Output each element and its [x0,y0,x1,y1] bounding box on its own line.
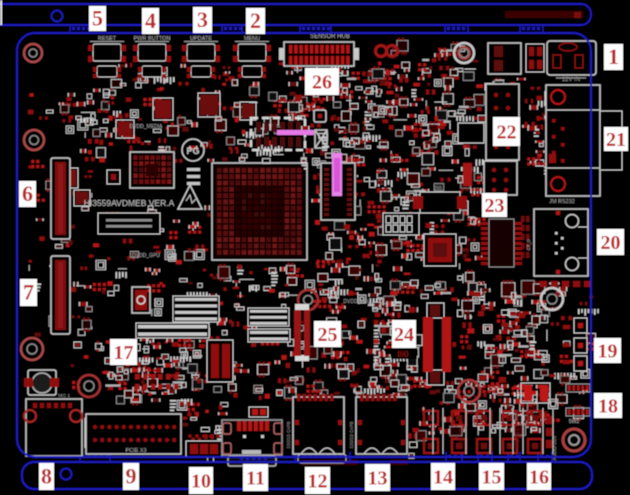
svg-text:13: 13 [368,468,388,490]
svg-text:15: 15 [482,467,502,489]
svg-text:LINEO IN: LINEO IN [459,426,465,448]
svg-text:HI3559AVDMEB VER.A: HI3559AVDMEB VER.A [84,198,175,208]
svg-text:24: 24 [394,324,414,346]
svg-text:8: 8 [41,464,52,489]
svg-text:J4 AUDIO: J4 AUDIO [465,242,470,263]
svg-text:12V IN: 12V IN [562,77,580,83]
svg-text:JM RS232: JM RS232 [549,199,575,205]
svg-text:5W2: 5W2 [569,419,580,425]
svg-text:DVDD_GPU: DVDD_GPU [132,253,160,259]
svg-text:S3OSO CAPB: S3OSO CAPB [286,421,291,448]
svg-text:22: 22 [497,122,517,144]
svg-text:19: 19 [598,341,618,363]
svg-text:18: 18 [598,396,618,418]
svg-text:20: 20 [601,232,621,254]
svg-text:S3OSO CAPB: S3OSO CAPB [349,421,354,448]
svg-text:7: 7 [23,280,34,305]
svg-text:DVDD_CFU: DVDD_CFU [343,299,371,305]
svg-text:12: 12 [308,471,328,493]
svg-text:26: 26 [312,72,332,94]
svg-text:5: 5 [92,6,103,31]
svg-text:21: 21 [606,129,626,151]
svg-text:AUDIO OUT: AUDIO OUT [552,435,557,460]
svg-text:14: 14 [433,467,453,489]
svg-text:PG: PG [186,146,199,156]
svg-text:RESET: RESET [98,36,117,42]
svg-text:MIC 1: MIC 1 [58,393,70,398]
svg-text:CT_0: CT_0 [526,239,531,251]
svg-text:UPDATE: UPDATE [190,36,212,42]
svg-text:3: 3 [197,7,208,32]
svg-text:III0: III0 [397,350,409,359]
svg-text:25: 25 [318,324,338,346]
svg-text:DVDD_MEDIA: DVDD_MEDIA [130,124,163,130]
svg-text:J55: J55 [434,186,442,192]
svg-text:PCIE X3: PCIE X3 [125,448,146,454]
svg-text:MENU: MENU [244,36,260,42]
svg-text:9: 9 [126,464,137,489]
svg-text:11: 11 [246,468,265,490]
svg-text:2: 2 [250,8,261,33]
svg-text:17: 17 [114,342,134,364]
svg-text:16: 16 [529,467,549,489]
svg-text:4: 4 [145,8,156,33]
svg-text:6: 6 [22,181,33,206]
svg-text:23: 23 [485,195,505,217]
svg-text:MIC IN 2: MIC IN 2 [515,428,521,448]
svg-text:1: 1 [608,44,619,69]
svg-text:SENSOR HUB: SENSOR HUB [310,34,350,40]
svg-text:10: 10 [191,471,211,493]
svg-text:PWR BUTTON: PWR BUTTON [134,36,171,42]
